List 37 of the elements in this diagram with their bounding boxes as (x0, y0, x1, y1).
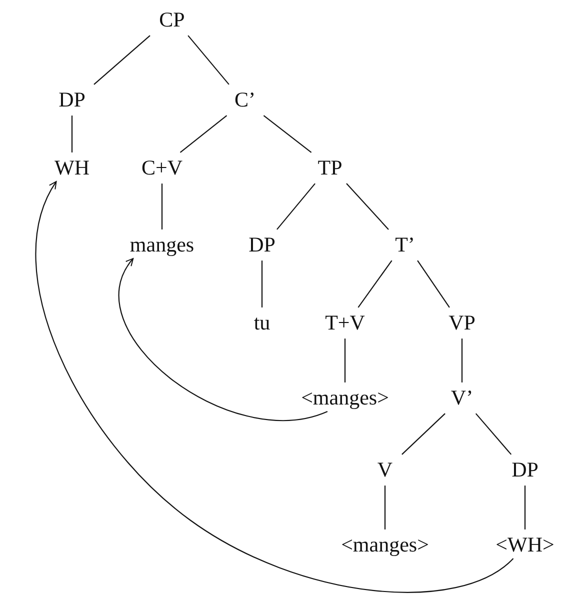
branch-line (402, 413, 446, 455)
tree-node-label: T+V (325, 311, 365, 335)
tree-node-label: T’ (395, 233, 415, 257)
tree-node-label: DP (58, 88, 86, 112)
branch-line (346, 183, 389, 230)
tree-node-label: tu (254, 311, 270, 335)
movement-arrow (36, 181, 514, 593)
tree-node-label: <manges> (341, 533, 429, 557)
branch-line (263, 115, 312, 153)
branch-line (261, 260, 263, 308)
tree-node-label: DP (248, 233, 276, 257)
tree-node-label: TP (318, 156, 342, 180)
branch-line (524, 486, 526, 530)
branch-line (461, 338, 463, 382)
tree-node-label: DP (512, 458, 538, 482)
tree-node-label: <WH> (496, 533, 554, 557)
tree-node-label: WH (54, 156, 90, 180)
branch-line (344, 338, 346, 382)
branch-line (71, 116, 73, 152)
tree-node-label: V (377, 458, 393, 482)
branch-line (161, 184, 163, 230)
tree-node-label: C+V (142, 156, 182, 180)
branch-line (358, 260, 392, 308)
tree-node-label: C’ (234, 88, 256, 112)
branch-line (180, 115, 228, 153)
branch-line (475, 413, 512, 455)
tree-node-label: VP (448, 311, 476, 335)
tree-node-label: manges (130, 233, 194, 257)
tree-node-label: <manges> (301, 386, 389, 410)
branch-line (276, 183, 316, 230)
branch-line (384, 486, 386, 530)
movement-arrow (118, 258, 328, 421)
tree-node-label: CP (159, 8, 185, 32)
tree-node-label: V’ (450, 386, 474, 410)
branch-line (417, 260, 450, 308)
branch-line (188, 35, 230, 85)
branch-line (94, 35, 150, 85)
